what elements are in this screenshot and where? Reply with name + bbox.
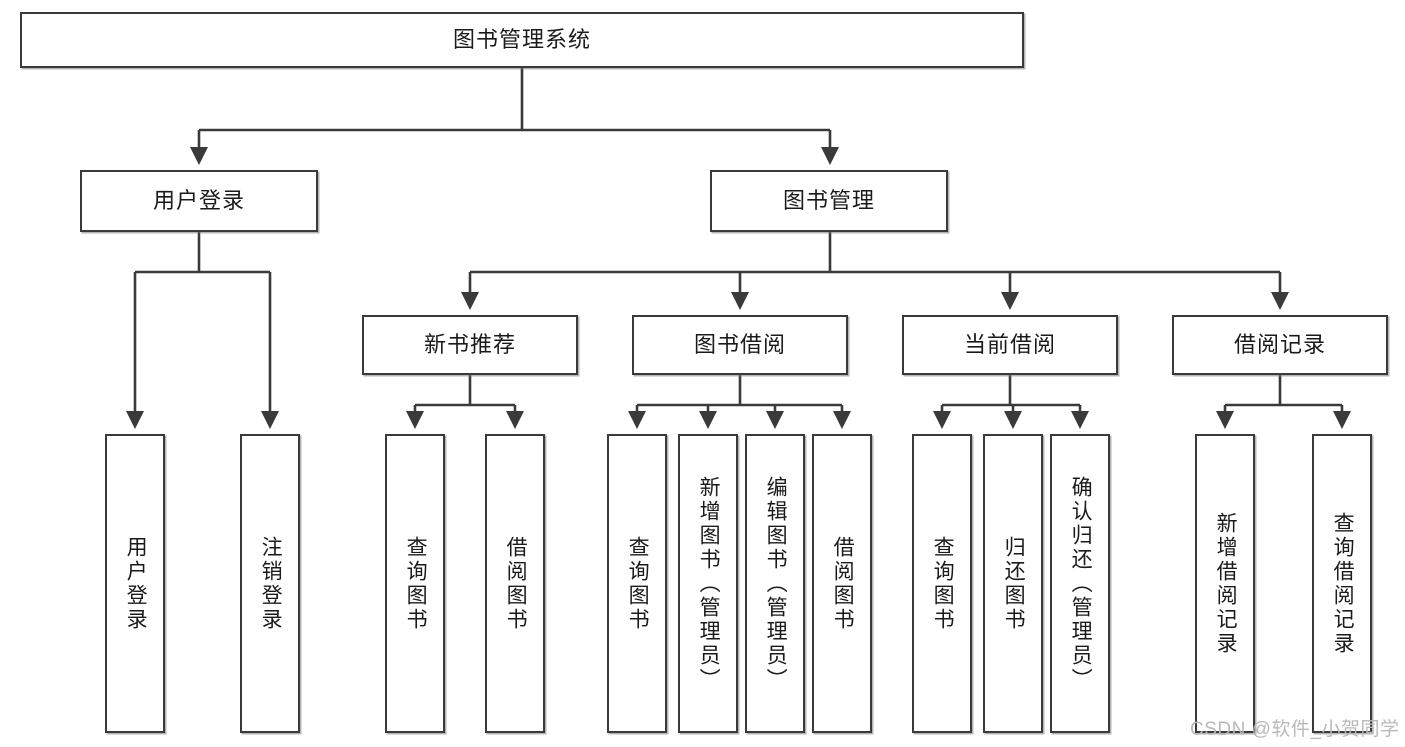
leaf-edit-book-label: 编辑图书（管理员） [764, 475, 788, 692]
node-user-login[interactable]: 用户登录 [80, 170, 318, 232]
leaf-query-book-2[interactable]: 查询图书 [607, 434, 667, 733]
leaf-return-book[interactable]: 归还图书 [983, 434, 1043, 733]
node-current-borrow[interactable]: 当前借阅 [902, 315, 1118, 375]
node-root[interactable]: 图书管理系统 [20, 12, 1024, 68]
node-new-book-recommend-label: 新书推荐 [423, 331, 516, 357]
leaf-borrow-book-2-label: 借阅图书 [831, 535, 855, 632]
leaf-add-record-label: 新增借阅记录 [1214, 511, 1238, 656]
leaf-confirm-return[interactable]: 确认归还（管理员） [1050, 434, 1110, 733]
node-book-borrow[interactable]: 图书借阅 [632, 315, 848, 375]
leaf-confirm-return-label: 确认归还（管理员） [1069, 475, 1093, 692]
node-book-manage-label: 图书管理 [782, 187, 875, 213]
leaf-query-record[interactable]: 查询借阅记录 [1312, 434, 1372, 733]
leaf-borrow-book-1-label: 借阅图书 [504, 535, 528, 632]
leaf-borrow-book-1[interactable]: 借阅图书 [485, 434, 545, 733]
node-book-manage[interactable]: 图书管理 [710, 170, 948, 232]
leaf-add-book[interactable]: 新增图书（管理员） [678, 434, 738, 733]
leaf-query-record-label: 查询借阅记录 [1331, 511, 1355, 656]
leaf-query-book-2-label: 查询图书 [626, 535, 650, 632]
leaf-user-login-label: 用户登录 [124, 535, 148, 632]
node-borrow-record-label: 借阅记录 [1233, 331, 1326, 357]
node-user-login-label: 用户登录 [152, 187, 245, 213]
leaf-query-book-3-label: 查询图书 [931, 535, 955, 632]
leaf-user-login[interactable]: 用户登录 [105, 434, 165, 733]
leaf-add-record[interactable]: 新增借阅记录 [1195, 434, 1255, 733]
node-current-borrow-label: 当前借阅 [963, 331, 1056, 357]
leaf-query-book-3[interactable]: 查询图书 [912, 434, 972, 733]
leaf-add-book-label: 新增图书（管理员） [697, 475, 721, 692]
leaf-logout[interactable]: 注销登录 [240, 434, 300, 733]
leaf-return-book-label: 归还图书 [1002, 535, 1026, 632]
node-book-borrow-label: 图书借阅 [693, 331, 786, 357]
leaf-logout-label: 注销登录 [259, 535, 283, 632]
node-new-book-recommend[interactable]: 新书推荐 [362, 315, 578, 375]
node-root-label: 图书管理系统 [452, 26, 591, 52]
leaf-query-book-1-label: 查询图书 [404, 535, 428, 632]
leaf-edit-book[interactable]: 编辑图书（管理员） [745, 434, 805, 733]
node-borrow-record[interactable]: 借阅记录 [1172, 315, 1388, 375]
leaf-borrow-book-2[interactable]: 借阅图书 [812, 434, 872, 733]
csdn-watermark: CSDN @软件_小贺同学 [1190, 719, 1400, 740]
leaf-query-book-1[interactable]: 查询图书 [385, 434, 445, 733]
